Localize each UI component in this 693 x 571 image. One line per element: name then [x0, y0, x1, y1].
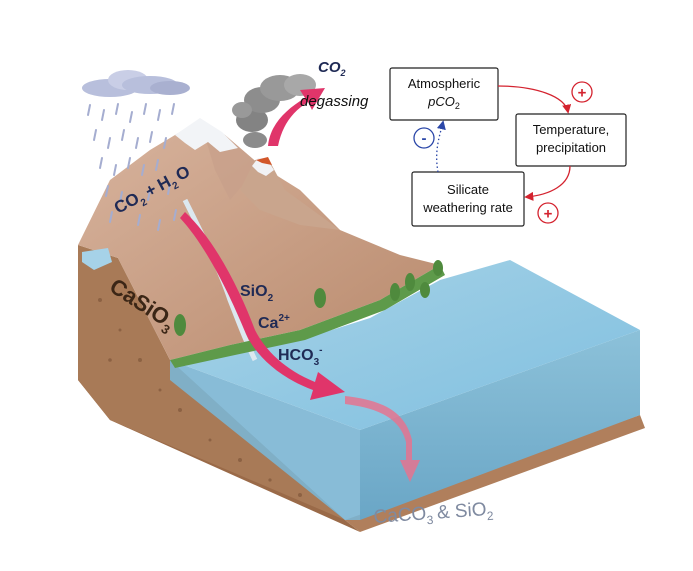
volcano [240, 158, 340, 230]
feedback-loop: Atmospheric pCO2 Temperature, precipitat… [389, 67, 627, 227]
ocean-surface [170, 260, 640, 430]
sil-to-atm-arrow [436, 120, 446, 173]
trees [174, 260, 443, 336]
lava-crater [256, 157, 272, 165]
sil-box-line1: Silicate [447, 182, 489, 197]
degassing-arrow [268, 88, 325, 146]
plus-sign-2-circle [537, 202, 559, 224]
plus-sign-1-circle [571, 81, 593, 103]
seafloor [345, 415, 645, 532]
temp-box-line2: precipitation [536, 140, 606, 155]
temp-box-line1: Temperature, [533, 122, 610, 137]
degassing-label: degassing [300, 93, 369, 110]
landmass [78, 245, 360, 532]
lake [82, 248, 112, 270]
sio2-label: SiO2 [240, 283, 274, 304]
atm-box-line1: Atmospheric [408, 76, 481, 91]
plus-sign-2: + [544, 206, 553, 223]
mountain-range [78, 118, 440, 362]
rain-drops [87, 103, 177, 231]
hco3-label: HCO3- [278, 345, 322, 368]
atm-box-line2: pCO2 [427, 94, 460, 111]
minus-sign-circle [413, 127, 435, 149]
weathering-flow-arrow [180, 212, 345, 400]
silicate-weathering-box [411, 171, 525, 227]
deposition-arrow [345, 396, 420, 482]
plus-sign-1: + [578, 85, 587, 102]
sil-box-line2: weathering rate [422, 200, 513, 215]
ocean-side [360, 330, 640, 520]
ocean-front [170, 360, 360, 520]
carbonate-deposit-label: CaCO3& SiO2 [373, 499, 494, 531]
co2-label: CO2 [318, 59, 346, 78]
atm-to-temp-arrow [497, 85, 572, 114]
rain-cloud [82, 70, 190, 97]
ca-label: Ca2+ [258, 313, 290, 332]
temperature-precipitation-box [515, 113, 627, 167]
atmospheric-pco2-box [389, 67, 499, 121]
minus-sign: - [422, 130, 427, 147]
grass-strip [170, 265, 445, 368]
snow-cap [175, 118, 238, 152]
temp-to-sil-arrow [524, 165, 571, 201]
